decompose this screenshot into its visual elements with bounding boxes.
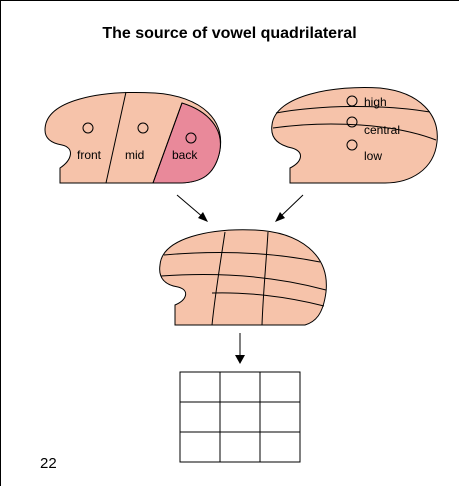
- back-vowel-marker: [185, 132, 197, 144]
- tongue-combined: [159, 229, 327, 326]
- tongue-front-back: front mid back: [44, 91, 222, 184]
- slide-title: The source of vowel quadrilateral: [102, 25, 357, 42]
- front-label: front: [77, 148, 102, 162]
- arrow-left-head: [198, 212, 208, 222]
- grid-cell-r3-c1: [179, 431, 221, 463]
- tongue-height-outline: [271, 87, 438, 184]
- grid-cell-r1-c3: [259, 371, 301, 403]
- front-vowel-marker: [82, 122, 94, 134]
- tongue-height-line-lower: [272, 123, 437, 141]
- page-number: 22: [40, 455, 57, 472]
- central-vowel-marker: [346, 116, 358, 128]
- tongue-combined-row-line-1: [163, 251, 321, 263]
- tongue-height: high central low: [271, 87, 438, 184]
- grid-cell-r1-c1: [179, 371, 221, 403]
- high-label: high: [364, 95, 387, 109]
- converging-arrows: [176, 194, 304, 222]
- grid-cell-r1-c2: [219, 371, 261, 403]
- vowel-quadrilateral-grid: [179, 371, 301, 463]
- arrow-right-shaft: [278, 194, 304, 219]
- grid-cell-r3-c2: [219, 431, 261, 463]
- arrow-right-head: [275, 212, 285, 222]
- arrow-left-shaft: [176, 194, 205, 219]
- grid-cell-r2-c1: [179, 401, 221, 433]
- down-arrow: [235, 333, 245, 364]
- tongue-divider-mid-back: [152, 102, 183, 184]
- down-arrow-head: [235, 355, 245, 364]
- tongue-back-region: [152, 102, 221, 184]
- low-label: low: [364, 149, 382, 163]
- grid-cell-r3-c3: [259, 431, 301, 463]
- grid-cell-r2-c2: [219, 401, 261, 433]
- tongue-combined-row-line-2: [160, 274, 327, 291]
- tongue-combined-outline: [159, 229, 327, 326]
- tongue-combined-col-line-1: [211, 231, 226, 326]
- back-label: back: [172, 148, 198, 162]
- high-vowel-marker: [346, 95, 358, 107]
- mid-label: mid: [125, 148, 144, 162]
- tongue-height-line-upper: [275, 105, 431, 114]
- tongue-combined-col-line-2: [261, 231, 269, 326]
- tongue-combined-row-line-3: [211, 292, 325, 307]
- tongue-divider-front-mid: [105, 91, 127, 184]
- grid-cell-r2-c3: [259, 401, 301, 433]
- mid-vowel-marker: [137, 122, 149, 134]
- low-vowel-marker: [346, 139, 358, 151]
- central-label: central: [364, 123, 400, 137]
